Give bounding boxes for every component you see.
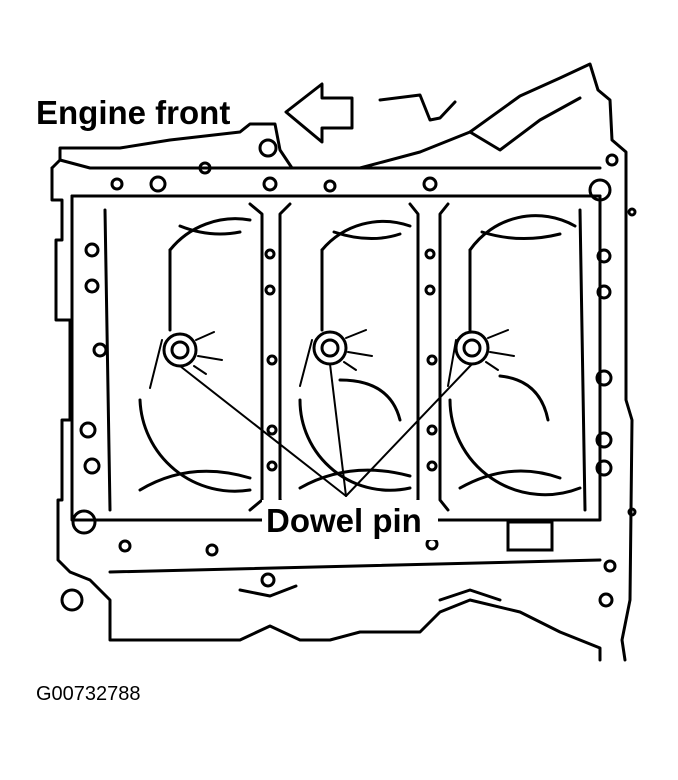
dowel-pin-label: Dowel pin (266, 502, 422, 539)
cylinder-bores-upper (168, 214, 577, 332)
engine-front-arrow (284, 82, 354, 144)
block-outline (50, 62, 634, 662)
engine-front-label: Engine front (36, 94, 230, 131)
dowel-pins (149, 329, 515, 389)
cylinder-bores-lower (138, 374, 582, 497)
deck-frame (70, 194, 602, 522)
dowel-pin-leaders (179, 363, 473, 497)
bolt-holes (60, 138, 637, 612)
dowel-pin-label-bg (262, 500, 438, 540)
dowel-pin-3 (447, 329, 515, 387)
figure-id: G00732788 (36, 683, 141, 705)
dowel-pin-2 (299, 329, 373, 387)
dowel-pin-1 (149, 331, 223, 389)
